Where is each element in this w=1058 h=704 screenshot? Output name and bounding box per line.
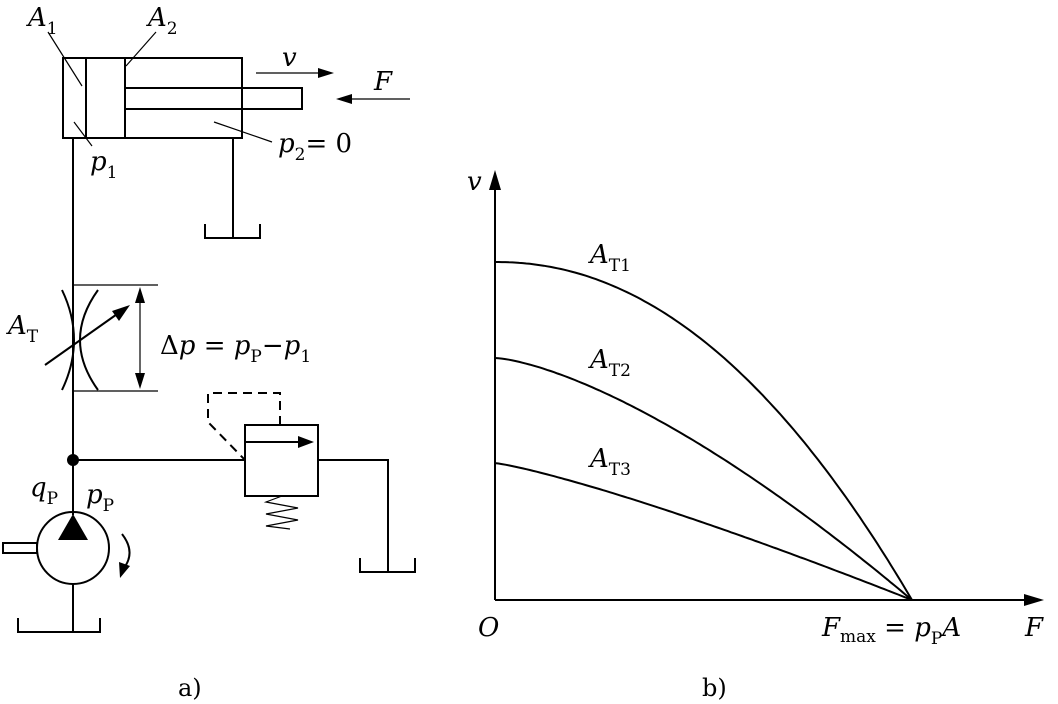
- x-axis-label: F: [1024, 613, 1044, 643]
- spring-icon: [263, 495, 299, 530]
- series-label-at2: AT2: [588, 345, 631, 381]
- rod-side-drain: [204, 138, 261, 239]
- fmax-label: Fmax = pPA: [821, 613, 961, 649]
- pilot-line: [207, 392, 281, 461]
- piston: [85, 57, 126, 139]
- y-axis-label: v: [467, 167, 482, 197]
- x-axis-arrow-icon: [1024, 594, 1044, 606]
- caption-b: b): [702, 674, 727, 702]
- label-p1: p1: [73, 121, 117, 183]
- svg-text:F: F: [373, 67, 393, 97]
- caption-a: a): [178, 674, 202, 702]
- series-label-at3: AT3: [588, 444, 631, 480]
- origin-label: O: [478, 613, 499, 643]
- velocity-arrow: v: [256, 43, 334, 78]
- svg-text:AT: AT: [6, 311, 39, 347]
- svg-text:A2: A2: [146, 3, 178, 39]
- force-arrow: F: [336, 67, 410, 104]
- pump-shaft: [2, 542, 38, 554]
- svg-text:Δp = pP−p1: Δp = pP−p1: [160, 331, 311, 367]
- hydraulic-cylinder: [62, 57, 303, 139]
- series-line-at2: [494, 357, 913, 601]
- rotation-arrow-icon: [121, 533, 131, 569]
- throttle-arc-left: [61, 289, 75, 391]
- svg-text:v: v: [282, 43, 297, 73]
- tank-icon: [204, 224, 261, 239]
- relief-drain-line: [318, 459, 389, 572]
- label-a1: A1: [26, 3, 83, 87]
- pressure-difference-dimension: Δp = pP−p1: [73, 284, 311, 392]
- adjustable-arrow-icon: [44, 311, 121, 366]
- pump-direction-icon: [58, 514, 88, 540]
- pump: qP pP: [2, 473, 131, 633]
- svg-text:p2= 0: p2= 0: [278, 129, 352, 165]
- series-line-at1: [495, 261, 913, 601]
- label-p2: p2= 0: [213, 121, 352, 165]
- svg-text:pP: pP: [86, 480, 114, 516]
- throttle-arc-right: [79, 289, 99, 391]
- series-line-at3: [494, 462, 913, 601]
- svg-text:p1: p1: [90, 147, 117, 183]
- label-a2: A2: [125, 3, 178, 67]
- velocity-load-chart: v F O AT1 AT2 AT3 Fmax = pPA b): [467, 167, 1044, 702]
- tank-icon: [359, 558, 416, 573]
- hydraulic-circuit: A1 A2 v F p1 p2= 0: [2, 3, 416, 702]
- svg-text:qP: qP: [30, 473, 58, 509]
- relief-valve: [207, 392, 416, 573]
- y-axis-arrow-icon: [489, 170, 501, 190]
- svg-text:A1: A1: [26, 3, 58, 39]
- piston-rod: [124, 87, 303, 110]
- throttle-valve: AT: [6, 289, 130, 391]
- series-label-at1: AT1: [588, 240, 631, 276]
- tank-icon: [17, 618, 101, 633]
